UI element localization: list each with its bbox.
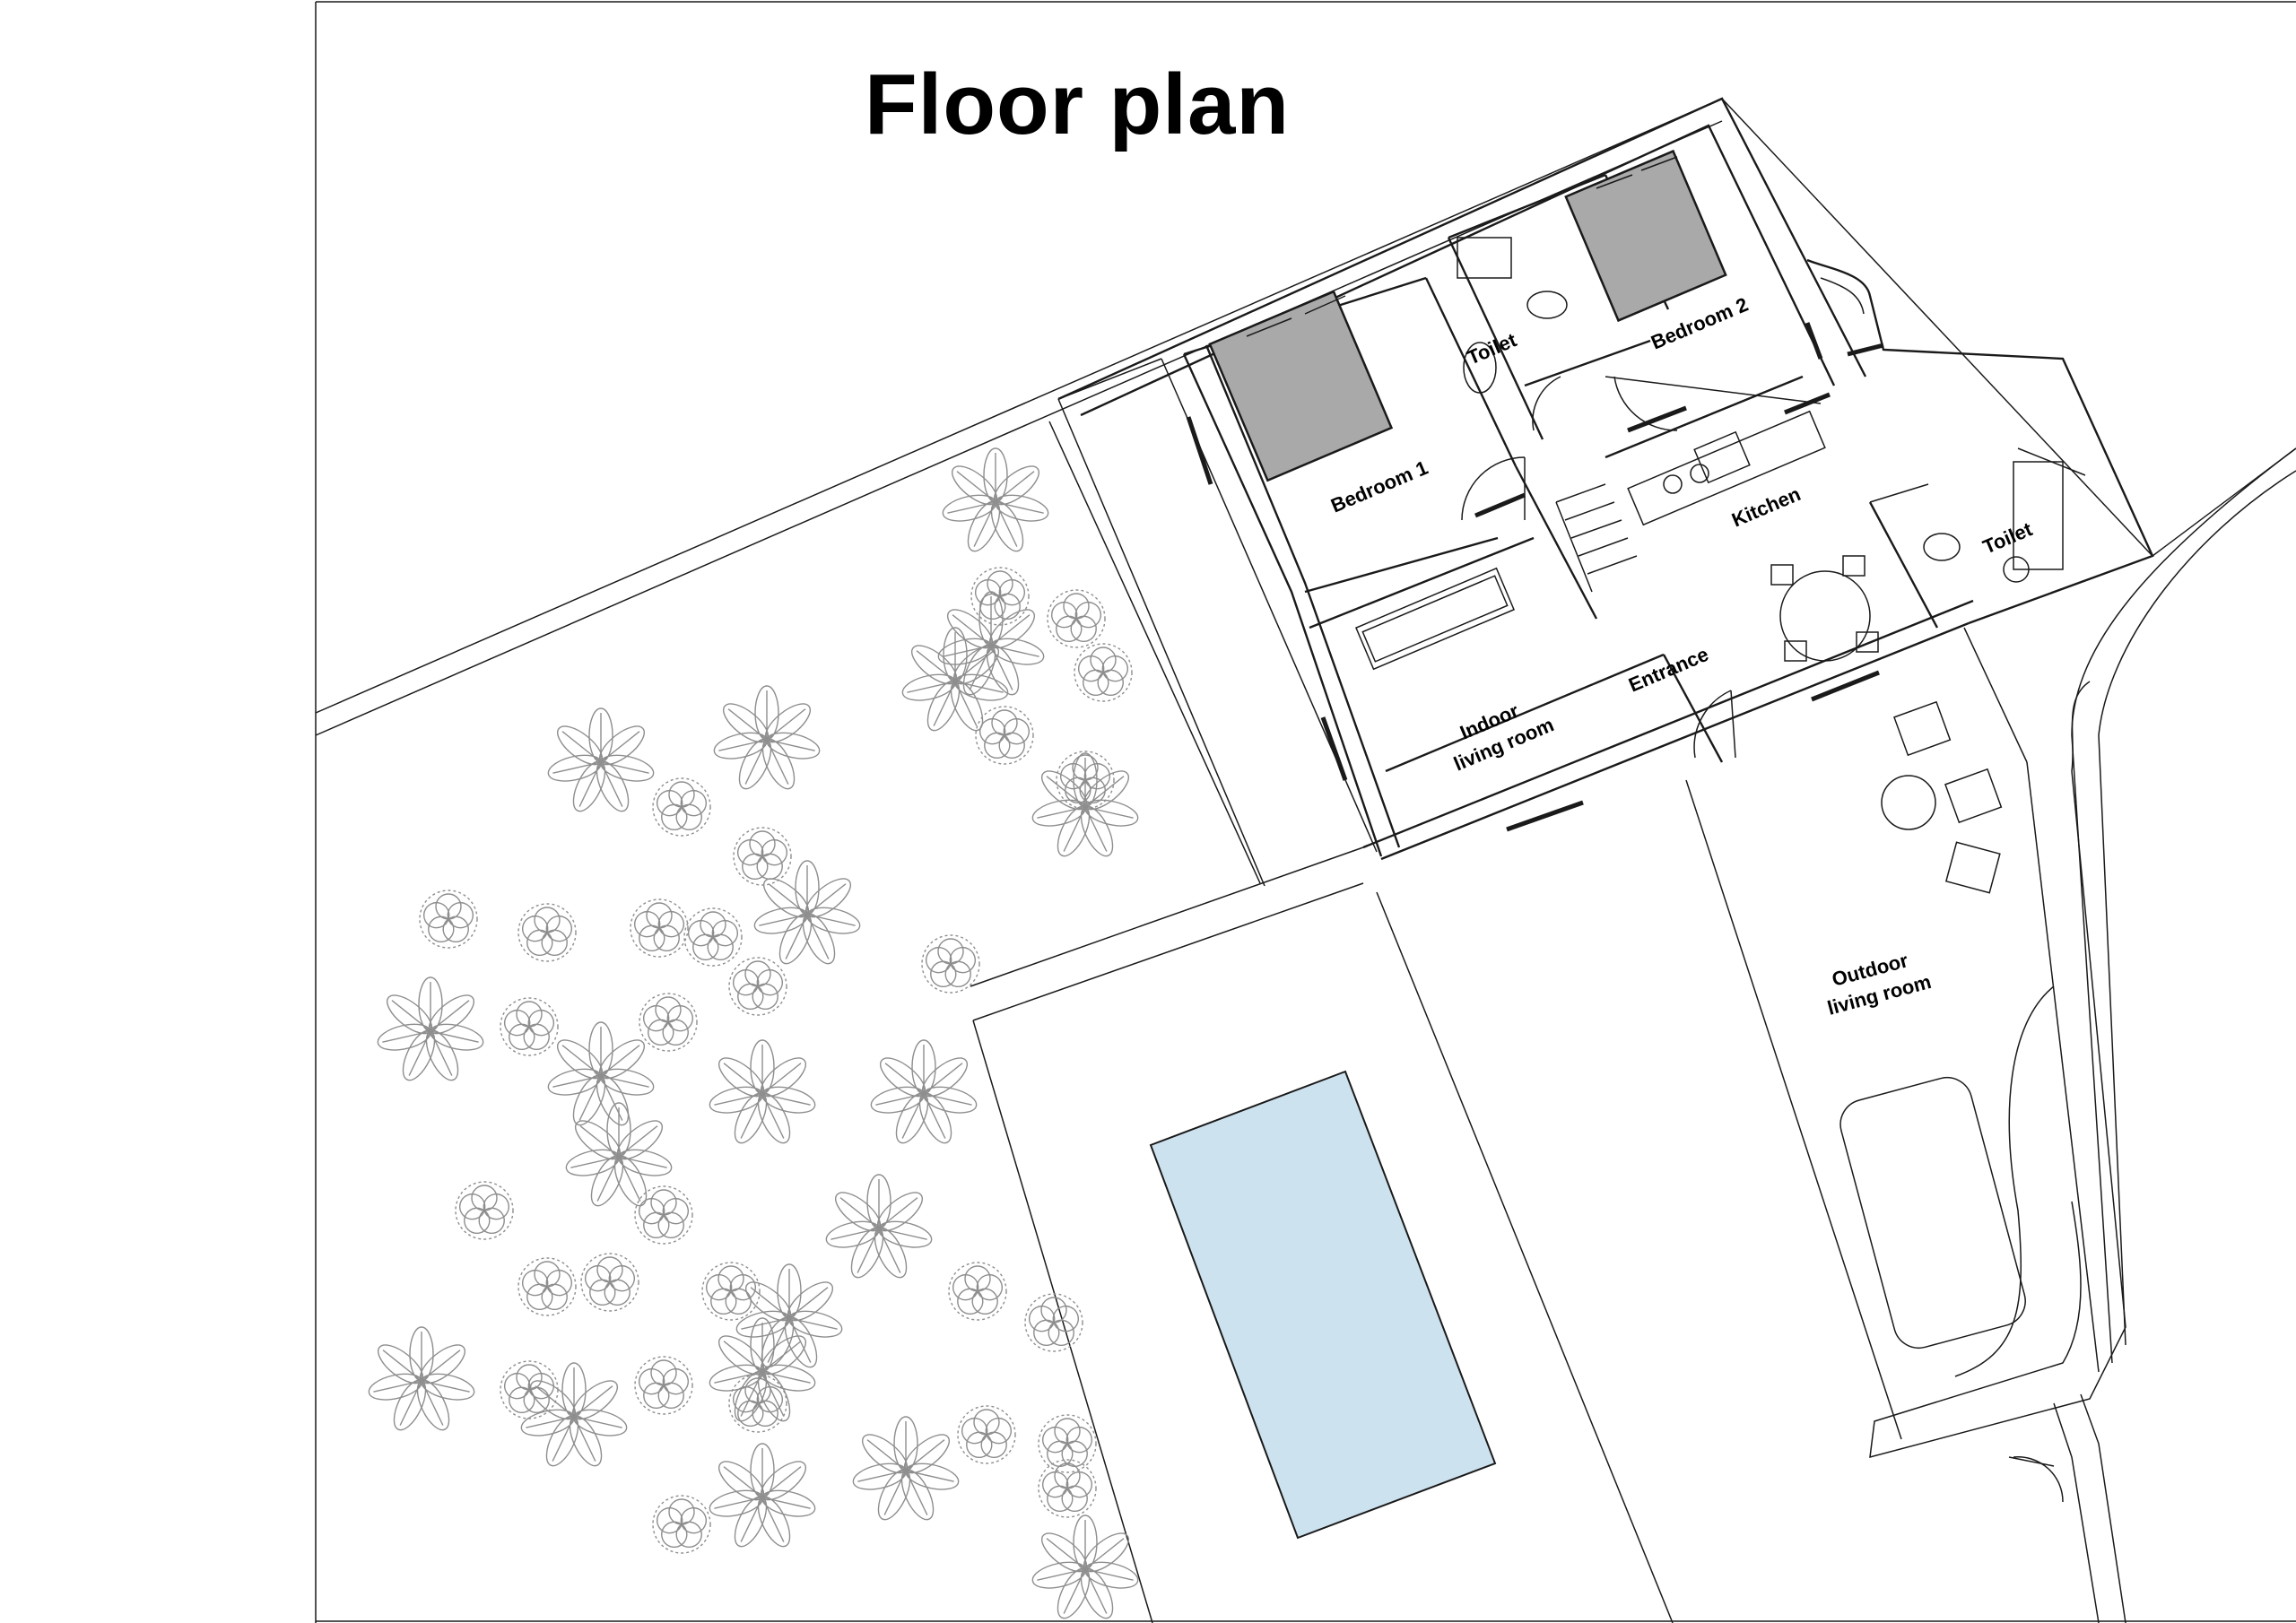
garden-shrub	[630, 898, 689, 958]
label-bedroom-1: Bedroom 1	[1327, 456, 1431, 517]
garden-shrub	[921, 934, 980, 994]
bathroom-fixtures-1	[1457, 237, 1568, 394]
garden-shrub	[455, 1181, 514, 1240]
garden-shrub	[652, 777, 711, 837]
garden-plant	[870, 1039, 978, 1144]
windows	[1186, 322, 1884, 832]
outdoor-lounge-pad	[1839, 1076, 2026, 1349]
page-frame	[315, 1, 2296, 1623]
garden-plant	[709, 1443, 816, 1548]
garden-plant	[377, 976, 484, 1081]
label-toilet-2: Toilet	[1979, 517, 2036, 559]
garden-shrub	[580, 1253, 639, 1312]
garden-plant	[753, 860, 861, 965]
garden-plant	[942, 447, 1049, 552]
garden-shrub	[419, 890, 478, 949]
garden-shrub	[517, 1257, 577, 1316]
garden-plant	[1031, 752, 1139, 857]
garden-shrub	[975, 706, 1034, 765]
label-toilet-1: Toilet	[1464, 328, 1520, 369]
door-swings	[1461, 376, 2064, 1503]
garden-shrub	[1056, 751, 1115, 810]
garden-shrub	[728, 1374, 787, 1433]
garden-shrub	[634, 1185, 693, 1245]
garden-plant	[368, 1326, 475, 1431]
driveway	[1869, 447, 2296, 1623]
garden-shrub	[639, 993, 698, 1052]
kitchen-counter	[1627, 410, 1826, 526]
garden-shrub	[957, 1405, 1016, 1464]
house-walls	[1057, 97, 2154, 861]
garden-shrub	[500, 1360, 559, 1419]
label-kitchen: Kitchen	[1728, 482, 1804, 532]
garden-plant	[713, 685, 821, 790]
garden-plant	[901, 627, 1009, 732]
page-title: Floor plan	[865, 56, 1290, 152]
label-entrance: Entrance	[1625, 643, 1711, 697]
garden-plant	[709, 1039, 816, 1144]
garden-shrub	[652, 1495, 711, 1554]
garden-plants	[368, 447, 1139, 1619]
garden-shrub	[1024, 1293, 1083, 1352]
garden-shrub	[1074, 643, 1133, 702]
sofa	[1355, 567, 1515, 671]
garden-shrub	[970, 567, 1030, 626]
garden-shrub	[701, 1262, 761, 1321]
dining-table	[1770, 555, 1879, 662]
garden-shrub	[728, 957, 787, 1016]
garden-shrub	[1038, 1459, 1097, 1518]
garden-shrub	[517, 903, 577, 962]
bed-bedroom-1	[1208, 290, 1394, 482]
garden-plant	[735, 1263, 843, 1368]
bathroom-fixtures-2	[1923, 461, 2064, 583]
garden-shrub	[683, 907, 743, 967]
garden-plant	[565, 1102, 673, 1207]
bed-bedroom-2	[1564, 149, 1727, 323]
stairs	[1555, 483, 1638, 593]
garden-plant	[709, 1317, 816, 1422]
garden-shrub	[500, 997, 559, 1056]
garden-shrub	[733, 827, 792, 886]
outdoor-furniture	[1881, 700, 2003, 894]
room-labels: Bedroom 1 Bedroom 2 Toilet Toilet Kitche…	[1327, 293, 2036, 1020]
garden-plant	[547, 707, 655, 812]
garden-shrub	[634, 1356, 693, 1415]
garden-shrub	[1047, 589, 1106, 648]
garden-plant	[825, 1174, 933, 1279]
garden-plant	[520, 1362, 628, 1467]
garden-shrub	[948, 1262, 1007, 1321]
garden-plant	[547, 1021, 655, 1126]
garden-shrub	[1038, 1414, 1097, 1473]
swimming-pool	[1149, 1070, 1497, 1540]
garden-plant	[1031, 1515, 1139, 1619]
garden-plant	[852, 1416, 960, 1521]
